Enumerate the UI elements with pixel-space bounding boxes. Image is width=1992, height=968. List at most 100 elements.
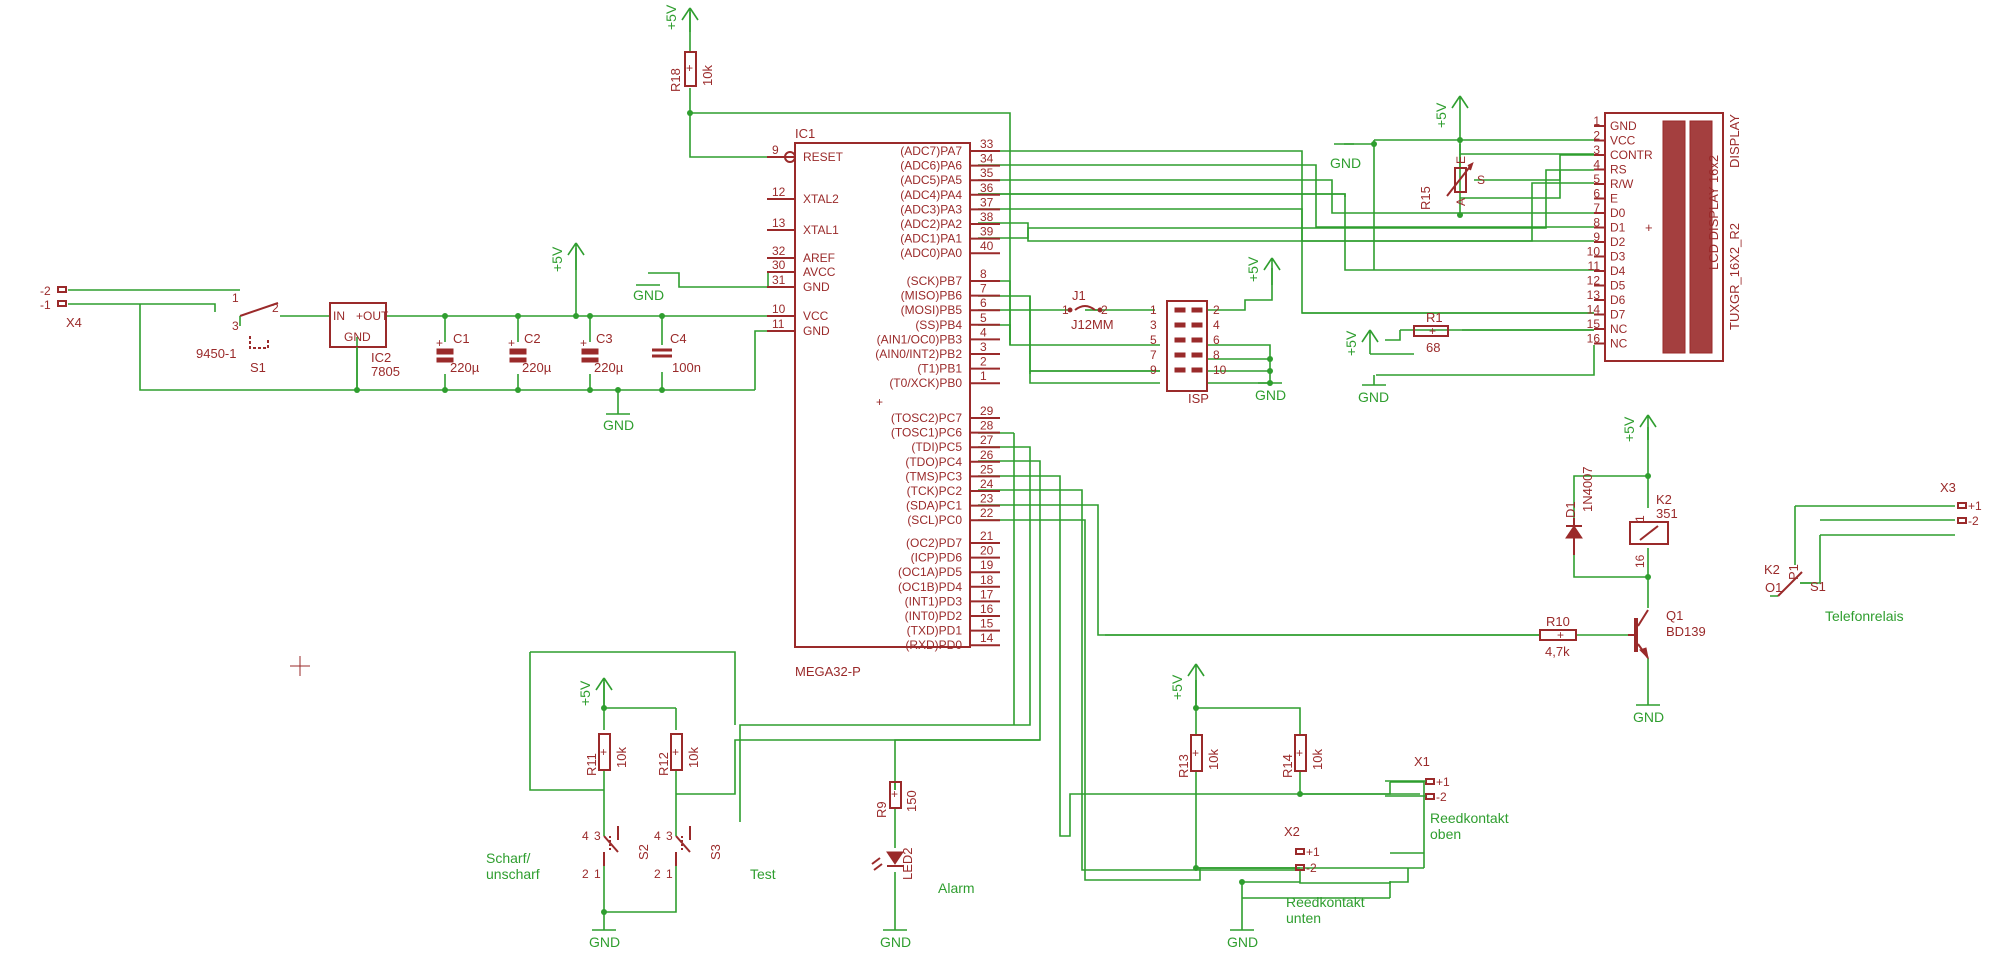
display-pin-name: CONTR (1610, 148, 1653, 162)
x1-connector: +1 -2 X1 (1385, 754, 1450, 804)
s2-p1: 1 (594, 867, 601, 881)
s3-p2: 2 (654, 867, 661, 881)
svg-text:+: + (1429, 324, 1436, 338)
ic1-right-pin-num: 15 (980, 617, 994, 631)
gnd-label: GND (1330, 155, 1361, 171)
display-pin-name: D6 (1610, 293, 1626, 307)
gnd-label: GND (589, 934, 620, 950)
k2b-name: K2 (1764, 562, 1780, 577)
r15-s: S (1477, 173, 1485, 187)
plus5v-r13: +5V (1169, 663, 1205, 708)
x4-pin2: -2 (40, 284, 51, 298)
ic1-right-pin-num: 16 (980, 602, 994, 616)
svg-text:+: + (1192, 746, 1199, 760)
s2-button: 4 3 2 1 S2 (582, 822, 651, 881)
isp-pin-num: 3 (1150, 318, 1157, 332)
ic1-right-pin-name: (SDA)PC1 (906, 499, 962, 513)
display-pin-num: 16 (1587, 332, 1601, 346)
j1-p1: 1 (1062, 303, 1069, 317)
isp-pin (1174, 337, 1186, 343)
r12: + R12 10k (656, 733, 701, 776)
r9-value: 150 (904, 790, 919, 812)
plus5v-isp: +5V (1245, 256, 1281, 285)
svg-text:+: + (580, 336, 587, 350)
ic1-right-pin-name: (ADC5)PA5 (900, 173, 962, 187)
r18-value: 10k (700, 65, 715, 86)
ic1-right-pin-name: (INT0)PD2 (905, 609, 963, 623)
ic1-left-pin-name: AVCC (803, 265, 836, 279)
ic1-right-pin-name: (MOSI)PB5 (901, 303, 963, 317)
lcd-display: + LCD DISPLAY 16x2 TUXGR_16X2_R2 DISPLAY… (1587, 112, 1742, 362)
s1-name: S1 (250, 360, 266, 375)
x4-name: X4 (66, 315, 82, 330)
ic1-right-pin-num: 21 (980, 529, 994, 543)
ic1-right-pin-name: (TDI)PC5 (911, 440, 962, 454)
q1-value: BD139 (1666, 624, 1706, 639)
display-pin-num: 11 (1588, 259, 1601, 273)
r1: + R1 68 (1413, 310, 1449, 355)
ic1-right-pin-num: 37 (980, 195, 994, 209)
r15-name: R15 (1418, 186, 1433, 210)
r15-a: A (1454, 198, 1468, 206)
ic2-value: 7805 (371, 364, 400, 379)
isp-pin (1174, 322, 1186, 328)
plus5v-label: +5V (663, 4, 679, 30)
ic1-right-pin-name: (ICP)PD6 (911, 551, 963, 565)
r10-name: R10 (1546, 614, 1570, 629)
isp-name: ISP (1188, 391, 1209, 406)
ic1-right-pin-name: (ADC2)PA2 (900, 217, 962, 231)
x1-pin2: -2 (1436, 790, 1447, 804)
ic1-right-pin-name: (RXD)PD0 (905, 638, 962, 652)
ic2-in: IN (333, 309, 345, 323)
r10-value: 4,7k (1545, 644, 1570, 659)
c4-name: C4 (670, 331, 687, 346)
plus5v-s2: +5V (577, 677, 613, 708)
r9-name: R9 (874, 801, 889, 818)
led2-name: LED2 (900, 847, 915, 880)
gnd-r1: GND (1358, 384, 1389, 405)
x2-name: X2 (1284, 824, 1300, 839)
gnd-s: GND (589, 929, 620, 950)
display-pin-name: RS (1610, 163, 1627, 177)
isp-pin-num: 9 (1150, 363, 1157, 377)
note-reed-unten-2: unten (1286, 910, 1321, 926)
r13-value: 10k (1206, 749, 1221, 770)
note-scharf-1: Scharf/ (486, 850, 530, 866)
ic1-right-pin-name: (T1)PB1 (917, 362, 962, 376)
s3-name: S3 (708, 844, 723, 860)
isp-pin-num: 4 (1213, 318, 1220, 332)
s2-name: S2 (636, 844, 651, 860)
ic1-right-pin-name: (AIN0/INT2)PB2 (875, 347, 962, 361)
ic1-left-pin-num: 9 (772, 143, 779, 157)
s2-p4: 4 (582, 829, 589, 843)
note-telefon: Telefonrelais (1825, 608, 1904, 624)
c2: + C2 220µ (508, 331, 552, 375)
ic1-right-pin-num: 38 (980, 210, 994, 224)
r18: + R18 10k (668, 51, 715, 92)
display-pin-num: 12 (1587, 274, 1601, 288)
x3-pin2: -2 (1968, 514, 1979, 528)
ic1-left-pin-name: XTAL2 (803, 192, 839, 206)
ic1-left-pin-num: 31 (772, 273, 786, 287)
svg-text:+: + (1557, 628, 1564, 642)
ic2-name: IC2 (371, 350, 391, 365)
ic1-right-pin-name: (TOSC1)PC6 (891, 426, 962, 440)
ic2-out: +OUT (356, 309, 389, 323)
note-reed-unten-1: Reedkontakt (1286, 894, 1365, 910)
gnd-label: GND (1633, 709, 1664, 725)
display-pin-num: 8 (1593, 216, 1600, 230)
ic1-right-pin-num: 33 (980, 137, 994, 151)
notes: Scharf/ unscharf Test Alarm Reedkontakt … (290, 395, 1904, 926)
ic1-right-pin-num: 6 (980, 296, 987, 310)
ic1-right-pin-name: (TCK)PC2 (907, 484, 963, 498)
s3-p4: 4 (654, 829, 661, 843)
plus5v-r1: +5V (1343, 329, 1379, 356)
x2-pin2: -2 (1306, 861, 1317, 875)
display-pin-num: 3 (1593, 143, 1600, 157)
isp-pin (1191, 367, 1203, 373)
ic1-right-pin-num: 22 (980, 506, 994, 520)
display-pin-name: D1 (1610, 221, 1626, 235)
display-pin-num: 4 (1593, 158, 1600, 172)
